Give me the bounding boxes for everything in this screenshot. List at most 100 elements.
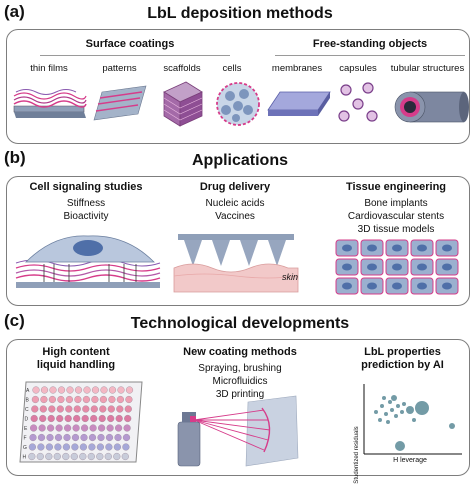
plate-well	[53, 452, 61, 461]
plate-row-letter: C	[25, 407, 29, 413]
plate-well	[64, 414, 72, 423]
plate-well	[125, 386, 134, 394]
plate-well	[124, 405, 132, 413]
cell-signaling-illustration	[15, 235, 161, 288]
tissue-engineering-line-2: Cardiovascular stents	[347, 211, 445, 222]
label-capsules: capsules	[339, 63, 377, 74]
plate-well	[90, 405, 98, 413]
plate-well	[45, 452, 53, 461]
plate-well	[96, 452, 104, 461]
plate-well	[28, 443, 37, 451]
label-tubular-structures: tubular structures	[390, 63, 465, 74]
plate-well	[117, 386, 125, 394]
plate-well	[56, 414, 64, 423]
plate-well	[121, 452, 129, 461]
panel-b-title: Applications	[191, 152, 288, 169]
drug-delivery-line-1: Nucleic acids	[205, 198, 265, 209]
plate-row-letter: E	[24, 426, 28, 432]
plate-well	[99, 395, 108, 404]
plate-row-letter: B	[26, 398, 30, 404]
panel-b-letter: (b)	[4, 148, 26, 167]
plate-well	[48, 405, 56, 413]
plate-well	[32, 386, 40, 394]
plate-well	[66, 386, 74, 394]
ai-prediction-title-1: LbL properties	[364, 346, 441, 358]
tissue-engineering-line-3: 3D tissue models	[357, 224, 435, 235]
plate-well	[28, 452, 36, 461]
cell-signaling-title: Cell signaling studies	[29, 181, 143, 193]
plate-well	[54, 433, 63, 442]
label-membranes: membranes	[271, 63, 323, 74]
scatter-y-label: Studentized residuals	[354, 426, 360, 484]
plate-well	[116, 395, 125, 404]
drug-delivery-illustration	[173, 234, 299, 293]
scatter-point	[449, 423, 455, 429]
cell-signaling-line-2: Bioactivity	[63, 211, 109, 222]
scatter-point	[378, 418, 382, 422]
plate-well	[39, 405, 47, 413]
plate-well	[88, 443, 96, 451]
panel-c-title: Technological developments	[130, 315, 350, 332]
plate-well	[48, 395, 57, 404]
plate-well	[70, 452, 78, 461]
plate-well	[71, 433, 80, 442]
drug-delivery-line-2: Vaccines	[215, 211, 255, 222]
plate-well	[114, 424, 123, 432]
plate-well	[40, 386, 49, 394]
plate-well	[63, 424, 72, 432]
ai-prediction-title-2: prediction by AI	[361, 359, 444, 371]
plate-well	[80, 424, 89, 432]
plate-well	[115, 414, 123, 423]
plate-well	[57, 395, 65, 404]
plate-well	[73, 414, 81, 423]
plate-well	[36, 452, 44, 461]
surface-coatings-divider	[40, 55, 230, 56]
panel-a-title: LbL deposition methods	[147, 5, 333, 22]
plate-well	[57, 386, 66, 394]
plate-well	[97, 433, 105, 442]
scatter-x-label: H leverage	[393, 457, 427, 464]
plate-well	[108, 395, 116, 404]
scatter-point	[400, 410, 404, 414]
skin-label: skin	[282, 272, 299, 282]
plate-well	[54, 443, 62, 451]
plate-well	[106, 424, 114, 432]
plate-well	[74, 395, 82, 404]
plate-well	[88, 433, 97, 442]
plate-well	[96, 443, 105, 451]
plate-well	[125, 395, 133, 404]
plate-well	[65, 405, 73, 413]
plate-well	[98, 414, 106, 423]
panel-a-letter: (a)	[4, 2, 25, 21]
scatter-point	[386, 420, 390, 424]
capsules-illustration	[338, 82, 378, 122]
plate-well	[113, 452, 121, 461]
liquid-handling-title-2: liquid handling	[36, 359, 116, 371]
membranes-illustration	[267, 91, 331, 116]
coating-methods-line-3: 3D printing	[215, 389, 265, 400]
scatter-point	[395, 441, 405, 451]
scatter-point	[388, 400, 392, 404]
plate-row-letter: F	[24, 436, 27, 442]
plate-well	[116, 405, 124, 413]
ai-scatter-chart	[363, 384, 462, 455]
plate-well	[82, 395, 91, 404]
plate-well	[47, 414, 55, 423]
plate-well	[79, 452, 87, 461]
scatter-point	[396, 404, 400, 408]
plate-well	[104, 452, 112, 461]
panel-c-letter: (c)	[4, 311, 25, 330]
plate-well	[62, 443, 71, 451]
coating-methods-line-1: Spraying, brushing	[198, 363, 282, 374]
plate-well	[31, 395, 40, 404]
plate-well	[82, 405, 90, 413]
scatter-point	[415, 401, 429, 415]
scatter-point	[382, 396, 386, 400]
scatter-point	[384, 412, 388, 416]
scatter-point	[391, 395, 397, 401]
label-thin-films: thin films	[30, 63, 68, 74]
plate-well	[97, 424, 106, 432]
plate-well	[80, 433, 88, 442]
plate-well	[105, 433, 114, 442]
plate-well	[107, 414, 115, 423]
